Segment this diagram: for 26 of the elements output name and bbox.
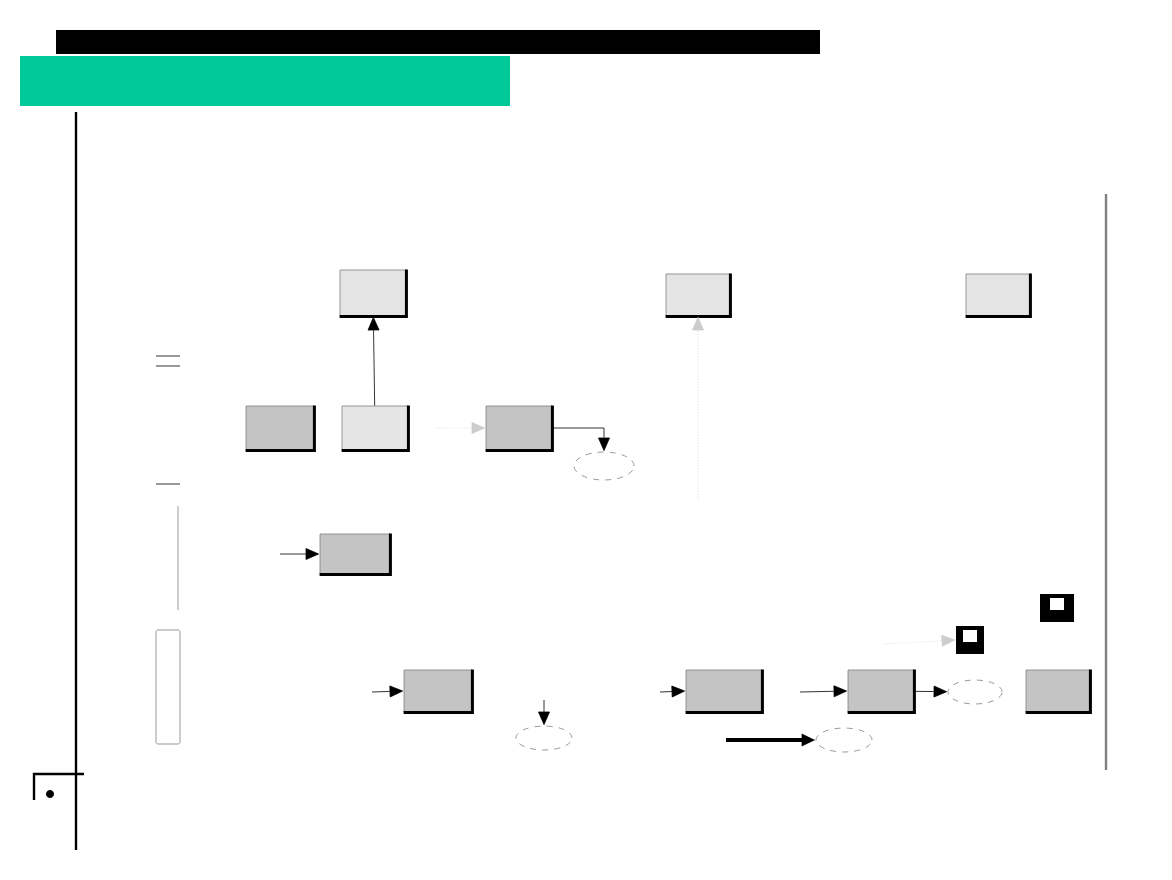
arrow bbox=[799, 685, 847, 698]
arrow bbox=[552, 427, 610, 451]
process-box bbox=[665, 273, 732, 318]
arrow bbox=[692, 317, 704, 501]
arrow bbox=[883, 634, 955, 647]
arrow bbox=[367, 317, 380, 406]
arrow bbox=[435, 422, 485, 434]
dashed-ellipse bbox=[573, 451, 635, 481]
process-box bbox=[319, 533, 392, 576]
process-box bbox=[685, 669, 764, 714]
arrow bbox=[659, 685, 685, 698]
dashed-ellipse bbox=[947, 679, 1003, 705]
process-box bbox=[339, 269, 408, 318]
process-box bbox=[485, 405, 554, 452]
dashed-ellipse bbox=[515, 725, 573, 751]
process-box bbox=[847, 669, 916, 714]
process-box bbox=[341, 405, 410, 452]
process-box bbox=[245, 405, 316, 452]
process-box bbox=[1025, 669, 1092, 714]
arrow bbox=[279, 548, 319, 560]
dashed-ellipse bbox=[815, 727, 873, 753]
arrow bbox=[538, 699, 550, 725]
arrow bbox=[371, 685, 403, 698]
process-box bbox=[965, 273, 1032, 318]
process-box bbox=[403, 669, 474, 714]
arrow bbox=[914, 685, 947, 698]
